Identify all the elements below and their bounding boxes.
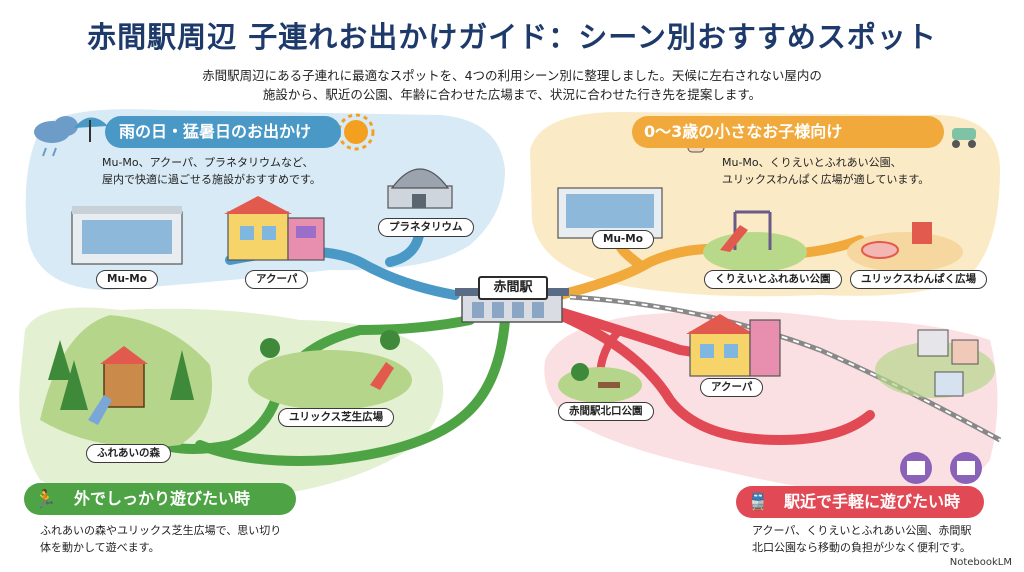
toddler-heading: 0～3歳の小さなお子様向け <box>632 116 944 148</box>
residential-area <box>875 329 995 398</box>
intro-line-2: 施設から、駅近の公園、年齢に合わせた広場まで、状況に合わせた行き先を提案します。 <box>262 87 762 102</box>
spot-label-wanpaku: ユリックスわんぱく広場 <box>850 270 988 289</box>
outdoor-description: ふれあいの森やユリックス芝生広場で、思い切り 体を動かして遊べます。 <box>40 522 281 556</box>
acupa-building-left <box>224 196 325 261</box>
toddler-desc-line-2: ユリックスわんぱく広場が適しています。 <box>722 173 930 186</box>
train-icon: 🚆 <box>748 492 768 511</box>
outdoor-heading: 外でしっかり遊びたい時 <box>24 483 296 515</box>
toddler-desc-line-1: Mu-Mo、くりえいとふれあい公園、 <box>722 156 902 169</box>
playground-kurieito <box>703 210 807 272</box>
playground-wanpaku <box>847 222 963 272</box>
planetarium-building <box>387 168 453 209</box>
credit: NotebookLM <box>949 557 1012 568</box>
nearby-heading-label: 駅近で手軽に遊びたい時 <box>784 492 961 511</box>
lawn-area <box>248 330 412 410</box>
north-exit-park <box>558 363 642 403</box>
station-label: 赤間駅 <box>478 276 548 300</box>
outdoor-desc-line-2: 体を動かして遊べます。 <box>40 541 160 554</box>
rainy-desc-line-1: Mu-Mo、アクーパ、プラネタリウムなど、 <box>102 156 314 169</box>
mumo-building-right <box>557 187 663 239</box>
forest-area <box>40 315 212 448</box>
road-nearby-2 <box>555 310 875 446</box>
rainy-description: Mu-Mo、アクーパ、プラネタリウムなど、 屋内で快適に過ごせる施設がおすすめで… <box>102 154 321 188</box>
road-outdoor-2 <box>195 315 510 466</box>
spot-label-acupa-left: アクーパ <box>245 270 309 289</box>
nearby-description: アクーパ、くりえいとふれあい公園、赤間駅 北口公園なら移動の負担が少なく便利です… <box>752 522 971 556</box>
spot-label-mumo-left: Mu-Mo <box>96 270 158 289</box>
nearby-desc-line-2: 北口公園なら移動の負担が少なく便利です。 <box>752 541 971 554</box>
intro-text: 赤間駅周辺にある子連れに最適なスポットを、4つの利用シーン別に整理しました。天候… <box>150 66 874 104</box>
sun-icon <box>337 113 375 151</box>
nearby-desc-line-1: アクーパ、くりえいとふれあい公園、赤間駅 <box>752 524 972 537</box>
building-icon <box>900 452 932 484</box>
rainy-heading: 雨の日・猛暑日のお出かけ <box>105 116 341 148</box>
acupa-building-right <box>686 314 781 377</box>
cloud-rain-icon <box>34 116 78 157</box>
running-icon: 🏃 <box>34 489 57 510</box>
spot-label-planetarium: プラネタリウム <box>378 218 474 237</box>
nearby-heading: 駅近で手軽に遊びたい時 <box>736 486 984 518</box>
mumo-building-left <box>71 206 183 265</box>
outdoor-heading-label: 外でしっかり遊びたい時 <box>74 489 251 508</box>
spot-label-mumo-right: Mu-Mo <box>592 230 654 249</box>
umbrella-icon <box>74 117 108 142</box>
spot-label-north-park: 赤間駅北口公園 <box>558 402 654 421</box>
store-icon <box>950 452 982 484</box>
spot-label-shiba-lawn: ユリックス芝生広場 <box>278 408 395 427</box>
intro-line-1: 赤間駅周辺にある子連れに最適なスポットを、4つの利用シーン別に整理しました。天候… <box>202 68 822 83</box>
rainy-desc-line-2: 屋内で快適に過ごせる施設がおすすめです。 <box>102 173 321 186</box>
spot-label-fureai-forest: ふれあいの森 <box>86 444 171 463</box>
spot-label-kurieito: くりえいとふれあい公園 <box>704 270 842 289</box>
page-title: 赤間駅周辺 子連れお出かけガイド：シーン別おすすめスポット <box>87 20 937 54</box>
spot-label-acupa-right: アクーパ <box>700 378 764 397</box>
outdoor-desc-line-1: ふれあいの森やユリックス芝生広場で、思い切り <box>40 524 282 537</box>
ride-on-toy-icon <box>952 128 976 148</box>
toddler-description: Mu-Mo、くりえいとふれあい公園、 ユリックスわんぱく広場が適しています。 <box>722 154 929 188</box>
